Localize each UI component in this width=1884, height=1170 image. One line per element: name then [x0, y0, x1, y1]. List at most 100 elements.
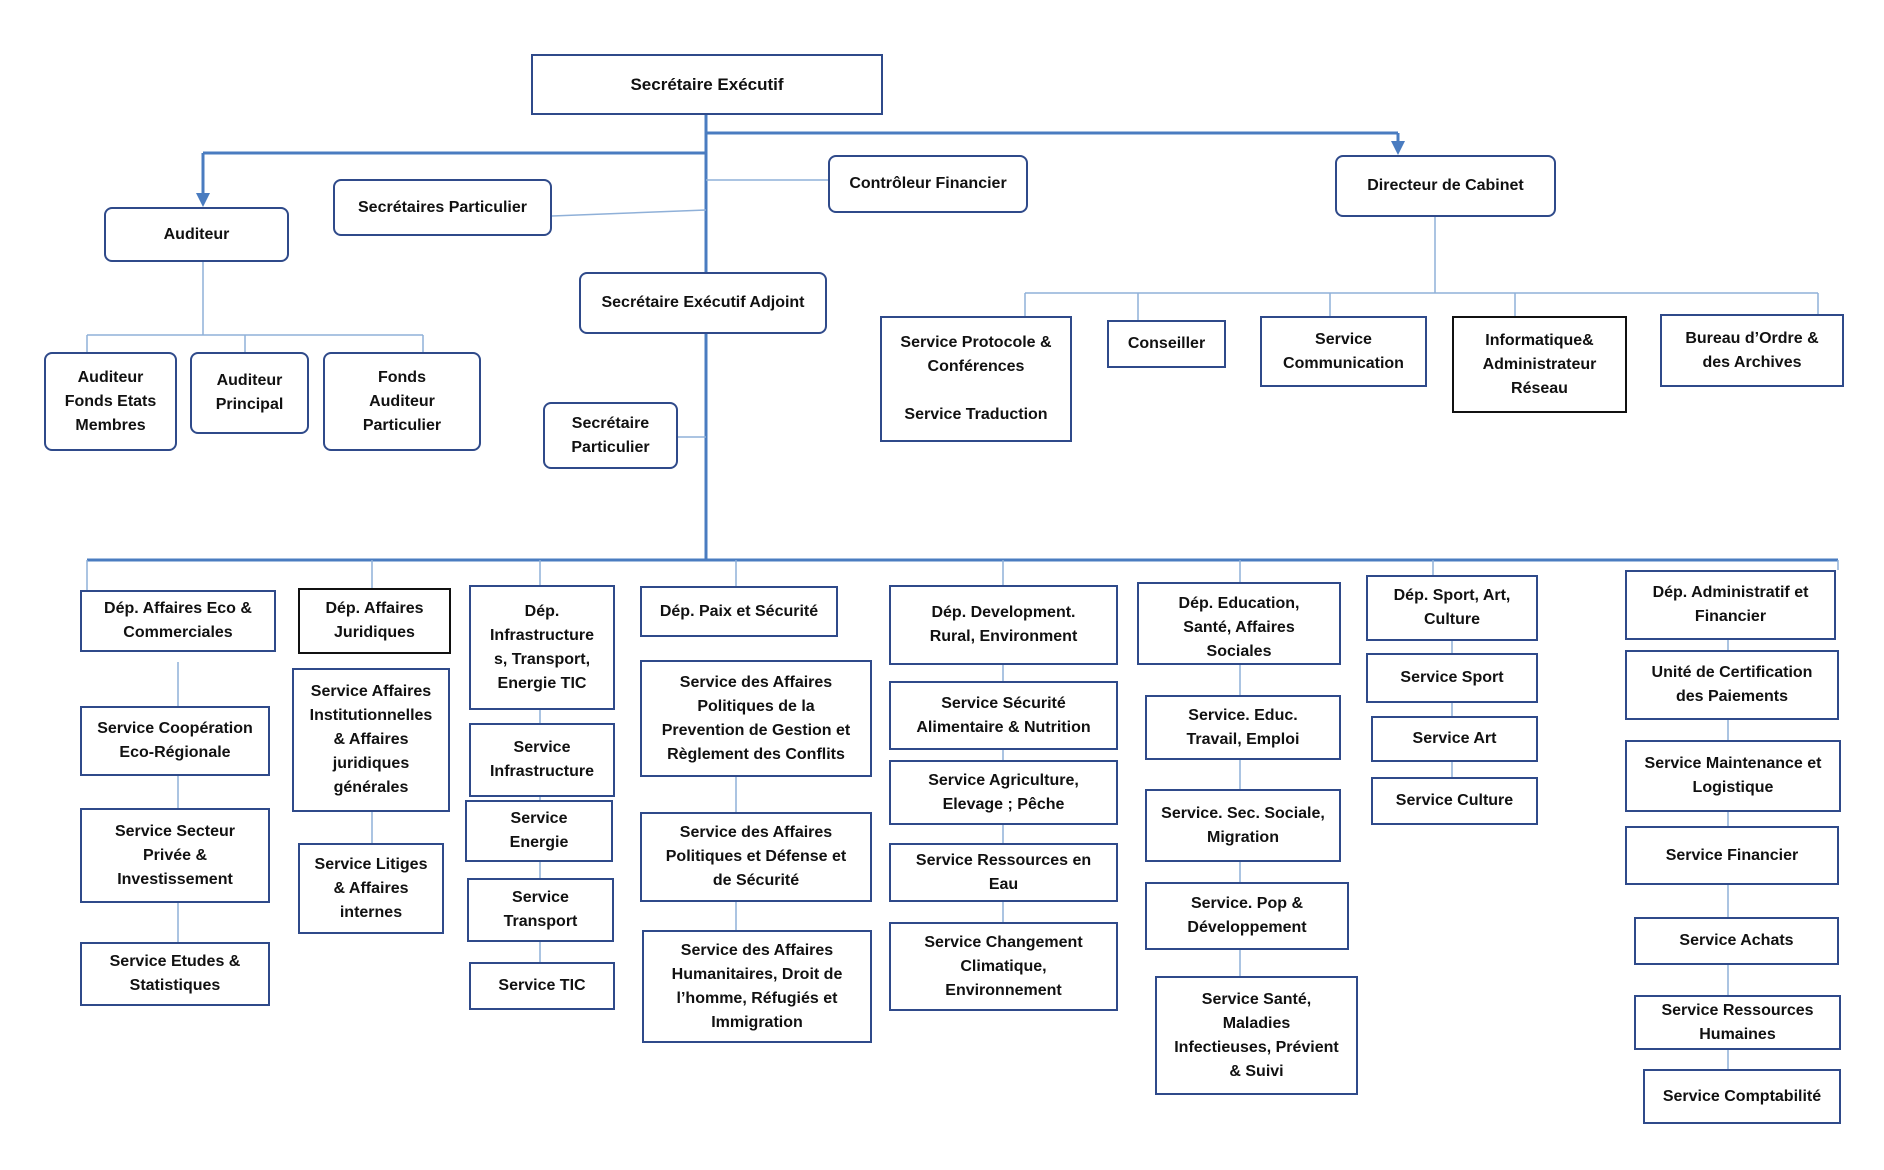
service-label: Service Achats — [1679, 932, 1794, 949]
auditor-label: Auditeur — [163, 225, 230, 243]
cabinet-unit-label: Informatique& Administrateur Réseau — [1482, 331, 1597, 397]
auditor-unit-label: Fonds Auditeur Particulier — [362, 368, 442, 434]
executive-secretary-box: Secrétaire Exécutif — [531, 54, 883, 115]
service-label: Service Litiges & Affaires internes — [314, 855, 428, 921]
department-box: Dép. Education, Santé, Affaires Sociales — [1137, 582, 1341, 665]
service-box: Service Santé, Maladies Infectieuses, Pr… — [1155, 976, 1358, 1095]
service-box: Service Achats — [1634, 917, 1839, 965]
auditor-unit-label: Auditeur Principal — [215, 372, 284, 413]
service-label: Service des Affaires Politiques et Défen… — [665, 824, 847, 889]
service-label: Service Comptabilité — [1662, 1087, 1822, 1105]
service-label: Service. Sec. Sociale, Migration — [1161, 804, 1325, 846]
auditor-unit-box: Auditeur Fonds Etats Membres — [44, 352, 177, 451]
deputy-executive-secretary-box: Secrétaire Exécutif Adjoint — [579, 272, 827, 334]
service-box: Service Culture — [1371, 777, 1538, 825]
service-label: Service Ressources en Eau — [915, 851, 1092, 893]
financial-controller-box: Contrôleur Financier — [828, 155, 1028, 213]
service-label: Service Etudes & Statistiques — [109, 953, 241, 994]
cabinet-unit-label: Conseiller — [1127, 335, 1206, 352]
chief-of-staff-box: Directeur de Cabinet — [1335, 155, 1556, 217]
department-label: Dép. Sport, Art, Culture — [1393, 587, 1511, 628]
cabinet-unit-box: Service Communication — [1260, 316, 1427, 387]
service-label: Service Changement Climatique, Environne… — [924, 933, 1083, 999]
department-box: Dép. Infrastructure s, Transport, Energi… — [469, 585, 615, 710]
service-box: Service Sport — [1366, 653, 1538, 703]
service-box: Service Coopération Eco-Régionale — [80, 706, 270, 776]
service-label: Service Transport — [503, 889, 578, 930]
service-box: Service Sécurité Alimentaire & Nutrition — [889, 681, 1118, 750]
service-box: Service Changement Climatique, Environne… — [889, 922, 1118, 1011]
department-label: Dép. Affaires Juridiques — [325, 600, 424, 641]
service-label: Service Agriculture, Elevage ; Pêche — [928, 771, 1079, 813]
executive-secretary-label: Secrétaire Exécutif — [630, 74, 784, 94]
cabinet-unit-label: Service Protocole & Conférences Service … — [900, 334, 1052, 423]
service-label: Service des Affaires Politiques de la Pr… — [661, 673, 851, 763]
service-label: Service Maintenance et Logistique — [1644, 755, 1822, 796]
service-box: Service. Educ. Travail, Emploi — [1145, 695, 1341, 760]
service-box: Service Maintenance et Logistique — [1625, 740, 1841, 812]
service-box: Service Energie — [465, 800, 613, 862]
service-box: Service Affaires Institutionnelles & Aff… — [292, 668, 450, 812]
service-label: Service Sécurité Alimentaire & Nutrition — [916, 694, 1091, 736]
department-label: Dép. Paix et Sécurité — [659, 602, 819, 620]
department-label: Dép. Affaires Eco & Commerciales — [104, 600, 252, 641]
department-label: Dép. Education, Santé, Affaires Sociales — [1178, 595, 1300, 660]
cabinet-unit-label: Bureau d’Ordre & des Archives — [1685, 329, 1819, 371]
cabinet-unit-box: Informatique& Administrateur Réseau — [1452, 316, 1627, 413]
private-secretary-box: Secrétaire Particulier — [543, 402, 678, 469]
service-box: Service Secteur Privée & Investissement — [80, 808, 270, 903]
service-box: Service Financier — [1625, 826, 1839, 885]
service-label: Service Financier — [1665, 846, 1799, 864]
service-label: Unité de Certification des Paiements — [1651, 664, 1813, 705]
service-label: Service Art — [1412, 730, 1497, 747]
service-label: Service TIC — [498, 977, 586, 994]
service-box: Service Ressources en Eau — [889, 843, 1118, 902]
department-box: Dép. Development. Rural, Environment — [889, 585, 1118, 665]
service-box: Unité de Certification des Paiements — [1625, 650, 1839, 720]
service-label: Service Santé, Maladies Infectieuses, Pr… — [1174, 990, 1339, 1080]
service-label: Service Coopération Eco-Régionale — [97, 720, 253, 761]
service-label: Service Affaires Institutionnelles & Aff… — [309, 683, 433, 796]
service-label: Service Ressources Humaines — [1661, 1001, 1814, 1043]
service-label: Service des Affaires Humanitaires, Droit… — [671, 941, 843, 1031]
service-box: Service Infrastructure — [469, 723, 615, 797]
department-box: Dép. Sport, Art, Culture — [1366, 575, 1538, 641]
department-box: Dép. Affaires Eco & Commerciales — [80, 590, 276, 652]
financial-controller-label: Contrôleur Financier — [849, 175, 1007, 192]
service-label: Service. Educ. Travail, Emploi — [1186, 706, 1300, 748]
service-box: Service Etudes & Statistiques — [80, 942, 270, 1006]
service-box: Service Art — [1371, 716, 1538, 762]
service-box: Service Comptabilité — [1643, 1069, 1841, 1124]
auditor-unit-box: Auditeur Principal — [190, 352, 309, 434]
service-box: Service. Pop & Développement — [1145, 882, 1349, 950]
cabinet-unit-box: Bureau d’Ordre & des Archives — [1660, 314, 1844, 387]
chief-of-staff-label: Directeur de Cabinet — [1367, 177, 1524, 194]
service-label: Service. Pop & Développement — [1187, 895, 1307, 936]
cabinet-unit-box: Conseiller — [1107, 320, 1226, 368]
service-box: Service Transport — [467, 878, 614, 942]
service-label: Service Infrastructure — [489, 739, 595, 780]
department-box: Dép. Administratif et Financier — [1625, 570, 1836, 640]
service-box: Service des Affaires Humanitaires, Droit… — [642, 930, 872, 1043]
service-box: Service TIC — [469, 962, 615, 1010]
department-box: Dép. Paix et Sécurité — [640, 586, 838, 637]
department-label: Dép. Infrastructure s, Transport, Energi… — [489, 602, 595, 692]
auditor-unit-box: Fonds Auditeur Particulier — [323, 352, 481, 451]
service-box: Service des Affaires Politiques de la Pr… — [640, 660, 872, 777]
service-label: Service Sport — [1400, 669, 1504, 686]
service-box: Service Agriculture, Elevage ; Pêche — [889, 760, 1118, 825]
service-box: Service Litiges & Affaires internes — [298, 843, 444, 934]
department-box: Dép. Affaires Juridiques — [298, 588, 451, 654]
service-box: Service des Affaires Politiques et Défen… — [640, 812, 872, 902]
service-box: Service. Sec. Sociale, Migration — [1145, 789, 1341, 862]
service-label: Service Energie — [509, 810, 569, 851]
private-secretaries-box: Secrétaires Particulier — [333, 179, 552, 236]
department-label: Dép. Administratif et Financier — [1652, 584, 1809, 625]
auditor-box: Auditeur — [104, 207, 289, 262]
cabinet-unit-label: Service Communication — [1283, 330, 1404, 372]
service-label: Service Culture — [1395, 792, 1514, 809]
private-secretary-label: Secrétaire Particulier — [571, 414, 650, 456]
auditor-unit-label: Auditeur Fonds Etats Membres — [64, 368, 157, 434]
service-box: Service Ressources Humaines — [1634, 995, 1841, 1050]
